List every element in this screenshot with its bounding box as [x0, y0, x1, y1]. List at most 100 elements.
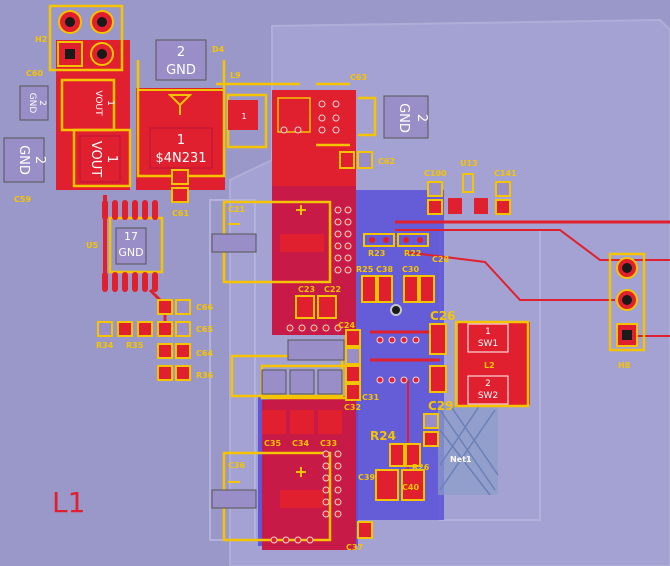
pad-number: 2 — [414, 114, 429, 122]
ref-label: C33 — [320, 439, 337, 448]
net-label: GND — [396, 103, 411, 133]
ref-label: C39 — [358, 473, 375, 482]
via-grid — [270, 100, 420, 544]
ref-label: C66 — [196, 303, 213, 312]
net-label: GND — [166, 63, 196, 78]
h8-header: H8 — [616, 257, 638, 370]
u5-chip: 17 GND U5 — [86, 200, 158, 292]
net-label: GND — [118, 246, 143, 259]
r25-c28-group: R25 C38 C30 C28 — [356, 255, 449, 303]
ref-label: R36 — [196, 371, 214, 380]
c23-c22-group: C23 C22 — [295, 285, 341, 319]
ref-label: C26 — [430, 309, 456, 323]
inductor-hatch — [439, 404, 499, 496]
ref-label: C59 — [14, 195, 31, 204]
ref-label: C60 — [26, 69, 43, 78]
vout-pad: 1 VOUT — [79, 135, 121, 183]
ref-label: C28 — [432, 255, 449, 264]
ref-label: C34 — [292, 439, 309, 448]
ref-label: H8 — [618, 361, 631, 370]
copper-pour — [262, 396, 356, 550]
ref-label: C24 — [338, 321, 355, 330]
c100-u13-c141: C100 U13 C141 — [424, 159, 517, 215]
vout-pad: 1 VOUT — [84, 86, 115, 120]
c36-capacitor: C36 — [211, 461, 324, 509]
d4-diode: 2 GND D4 1 $4N231 — [138, 39, 225, 169]
ref-label: R35 — [126, 341, 144, 350]
ref-label: R25 — [356, 265, 374, 274]
pad-number: 1 — [241, 112, 246, 121]
ref-label: C62 — [378, 157, 395, 166]
layer-label: L1 — [52, 486, 85, 519]
ref-label: C40 — [402, 483, 419, 492]
ref-label: R23 — [368, 249, 385, 258]
c62-capacitor: C62 — [339, 151, 395, 169]
net-label: SW1 — [478, 339, 498, 349]
trace — [404, 251, 615, 301]
pad-number: 2 — [177, 45, 185, 60]
ref-label: C22 — [324, 285, 341, 294]
c39-c40-group: C39 R26 C40 — [358, 463, 430, 501]
trace — [395, 229, 670, 261]
ref-label: C38 — [376, 265, 393, 274]
ref-label: C31 — [362, 393, 379, 402]
pad-number: 2 — [32, 156, 47, 164]
via — [390, 304, 402, 316]
c63-capacitor: 2 GND C63 — [277, 73, 429, 139]
c61-capacitor: C61 — [171, 169, 189, 218]
ref-label: C30 — [402, 265, 419, 274]
ref-label: C64 — [196, 349, 213, 358]
c35-c33-group: C35 C34 C33 — [261, 339, 345, 448]
r23-r22: R23 R22 — [363, 233, 429, 258]
ref-label: C36 — [228, 461, 245, 470]
ref-label: C23 — [298, 285, 315, 294]
ref-label: C29 — [428, 399, 454, 413]
ref-label: C21 — [228, 205, 245, 214]
c24-c32-group: C24 C32 C31 — [338, 321, 379, 412]
r35-resistor: R35 — [117, 321, 153, 350]
c37-capacitor: C37 — [346, 521, 373, 552]
ref-label: C37 — [346, 543, 363, 552]
ref-label: C61 — [172, 209, 189, 218]
ref-label: C32 — [344, 403, 361, 412]
ref-label: L2 — [484, 361, 495, 370]
ref-label: C65 — [196, 325, 213, 334]
pad-number: 17 — [124, 230, 138, 243]
ref-label: R22 — [404, 249, 421, 258]
net-label: SW2 — [478, 391, 498, 401]
pad-number: 1 — [177, 133, 185, 148]
ref-label: R34 — [96, 341, 114, 350]
c59-capacitor: 2 GND C59 — [3, 137, 47, 204]
ref-label: U5 — [86, 241, 98, 250]
r34-resistor: R34 — [96, 321, 114, 350]
net-label: VOUT — [93, 90, 103, 116]
c29-capacitor: C29 — [423, 399, 454, 447]
ref-label: H2 — [35, 35, 47, 44]
r24-resistor: R24 — [370, 429, 421, 467]
ref-label: R24 — [370, 429, 396, 443]
net-label: GND — [16, 145, 31, 175]
net-label: $4N231 — [155, 151, 206, 166]
pad-number: 1 — [485, 327, 491, 337]
pad-number: 2 — [485, 379, 491, 389]
ref-label: L9 — [230, 71, 241, 80]
net-label: Net1 — [450, 455, 472, 464]
h2-header: H2 — [35, 10, 114, 67]
ref-label: U13 — [460, 159, 478, 168]
ref-label: C63 — [350, 73, 367, 82]
ref-label: R26 — [412, 463, 430, 472]
ref-label: D4 — [212, 45, 225, 54]
c26-capacitor: C26 — [429, 309, 456, 393]
c60-capacitor: 2 GND C60 — [19, 69, 49, 121]
ref-label: C100 — [424, 169, 447, 178]
l2-inductor: 1 SW1 L2 2 SW2 — [467, 323, 509, 405]
pad-number: 1 — [105, 100, 115, 106]
c66-c64-group: C66 C65 C64 R36 — [157, 299, 214, 381]
pad-number: 2 — [37, 100, 47, 106]
net-label: VOUT — [88, 141, 103, 177]
l9-inductor: L9 1 — [228, 71, 258, 130]
ref-label: C35 — [264, 439, 281, 448]
net-label: GND — [27, 93, 37, 114]
pad-number: 1 — [104, 155, 119, 163]
